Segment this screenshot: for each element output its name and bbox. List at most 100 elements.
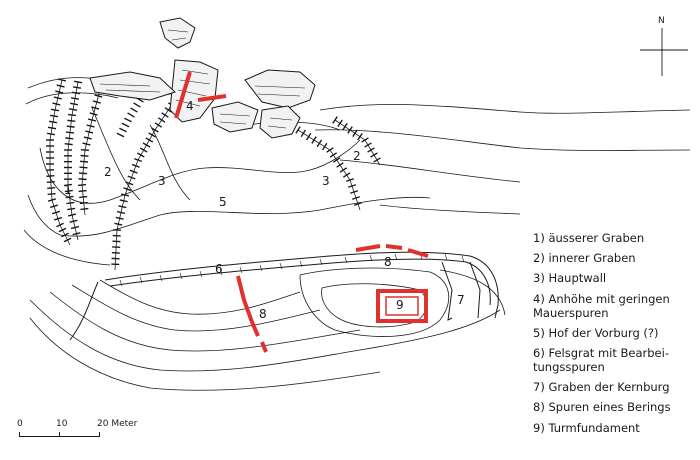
hachure-tick bbox=[46, 175, 55, 177]
label-tower: 9 bbox=[396, 298, 404, 312]
hachure-tick bbox=[65, 137, 74, 140]
legend-text: Felsgrat mit Bearbei- tungsspuren bbox=[533, 345, 669, 374]
hachure-tick bbox=[78, 178, 87, 181]
hachure-tick bbox=[305, 132, 312, 141]
hachure-tick bbox=[133, 102, 141, 108]
hachure-tick bbox=[342, 172, 351, 178]
legend-num: 4) bbox=[533, 291, 545, 306]
hachure-tick bbox=[66, 201, 75, 205]
label-rampart-east: 3 bbox=[322, 174, 330, 188]
hachure-tick bbox=[127, 175, 136, 180]
hachure-tick bbox=[57, 78, 67, 82]
scale-label-0: 0 bbox=[17, 419, 23, 429]
scale-bar: 0 10 20 Meter bbox=[14, 419, 154, 447]
hachure-tick bbox=[145, 137, 154, 143]
legend-item-mound: 4) Anhöhe mit geringen Mauerspuren bbox=[533, 292, 698, 320]
hachure-tick bbox=[48, 120, 58, 124]
hachure-tick bbox=[130, 107, 138, 113]
hachure-tick bbox=[123, 187, 132, 192]
hachure-tick bbox=[154, 122, 163, 128]
hachure-tick bbox=[151, 127, 159, 133]
hachure-tick bbox=[326, 147, 334, 153]
hachure-tick bbox=[311, 136, 317, 144]
label-rock-ridge: 6 bbox=[215, 262, 223, 276]
scale-tick bbox=[99, 432, 100, 437]
label-mound: 4 bbox=[186, 99, 194, 113]
hachure-tick bbox=[332, 157, 341, 163]
north-label: N bbox=[658, 16, 665, 26]
hachure-tick bbox=[161, 112, 169, 118]
hachure-tick bbox=[364, 142, 372, 148]
hachure-tick bbox=[345, 178, 355, 182]
legend-item-rock-ridge: 6) Felsgrat mit Bearbei- tungsspuren bbox=[533, 346, 698, 374]
hachure-tick bbox=[47, 187, 56, 189]
legend-text: Spuren eines Berings bbox=[548, 400, 671, 415]
label-core-ditch: 7 bbox=[457, 293, 465, 307]
legend-text: Anhöhe mit geringen Mauerspuren bbox=[533, 291, 670, 320]
hachure-tick bbox=[70, 97, 80, 100]
contour-lines bbox=[23, 77, 691, 391]
legend-item-inner-ditch: 2) innerer Graben bbox=[533, 251, 698, 265]
legend-item-rampart: 3) Hauptwall bbox=[533, 271, 698, 285]
hachure-tick bbox=[82, 142, 91, 146]
legend-item-outer-ditch: 1) äusserer Graben bbox=[533, 231, 698, 245]
hachure-tick bbox=[137, 152, 145, 158]
hachure-tick bbox=[52, 102, 61, 106]
hachure-tick bbox=[80, 154, 89, 157]
hachure-tick bbox=[56, 222, 64, 228]
hachure-tick bbox=[116, 132, 125, 138]
hachure-tick bbox=[53, 96, 62, 100]
north-arrow: N bbox=[640, 16, 688, 76]
hachure-tick bbox=[69, 219, 78, 223]
hachure-tick bbox=[79, 195, 88, 199]
hachure-tick bbox=[329, 152, 338, 158]
hachure-tick bbox=[56, 84, 65, 88]
hachure-tick bbox=[46, 181, 55, 183]
hachure-tick bbox=[89, 112, 98, 116]
hachure-tick bbox=[339, 167, 348, 173]
hachure-tick bbox=[342, 122, 348, 131]
legend-num: 3) bbox=[533, 271, 545, 286]
hachure-ticks bbox=[45, 78, 381, 266]
hachure-tick bbox=[127, 112, 135, 118]
hachure-tick bbox=[164, 107, 173, 113]
hachure-tick bbox=[71, 91, 81, 95]
hachure-tick bbox=[66, 125, 75, 128]
hachure-tick bbox=[370, 152, 378, 158]
rock-texture bbox=[99, 29, 306, 129]
legend-item-wall: 8) Spuren eines Berings bbox=[533, 400, 698, 414]
legend-num: 6) bbox=[533, 345, 545, 360]
hachure-tick bbox=[51, 210, 61, 215]
hachure-tick bbox=[125, 181, 134, 186]
hachure-tick bbox=[69, 102, 79, 106]
hachure-tick bbox=[80, 148, 90, 152]
hachure-tick bbox=[79, 160, 89, 163]
hachure-tick bbox=[92, 100, 101, 104]
wall-trace-mound bbox=[174, 71, 192, 119]
hachure-tick bbox=[347, 184, 357, 188]
hachure-tick bbox=[77, 183, 87, 187]
hachure-tick bbox=[121, 122, 130, 128]
hachure-tick bbox=[316, 139, 323, 148]
legend-text: Turmfundament bbox=[548, 420, 640, 435]
hachure-tick bbox=[85, 130, 94, 134]
hachure-tick bbox=[86, 124, 95, 128]
hachure-tick bbox=[115, 216, 124, 220]
legend-item-core-ditch: 7) Graben der Kernburg bbox=[533, 380, 698, 394]
hachure-tick bbox=[118, 205, 127, 209]
legend-text: Hauptwall bbox=[548, 271, 607, 286]
hachure-tick bbox=[80, 207, 89, 211]
legend-num: 8) bbox=[533, 400, 545, 415]
legend-text: innerer Graben bbox=[548, 251, 636, 266]
label-inner-ditch-east: 2 bbox=[353, 149, 361, 163]
hachure-tick bbox=[114, 222, 123, 226]
legend: 1) äusserer Graben 2) innerer Graben 3) … bbox=[533, 231, 698, 441]
scale-label-20: 20 Meter bbox=[97, 419, 138, 429]
hachure-tick bbox=[148, 132, 156, 138]
outer-ditch-west bbox=[49, 79, 79, 246]
label-outer-ditch: 1 bbox=[64, 183, 72, 197]
legend-num: 2) bbox=[533, 251, 545, 266]
hachure-tick bbox=[79, 201, 88, 205]
hachure-tick bbox=[373, 157, 381, 163]
